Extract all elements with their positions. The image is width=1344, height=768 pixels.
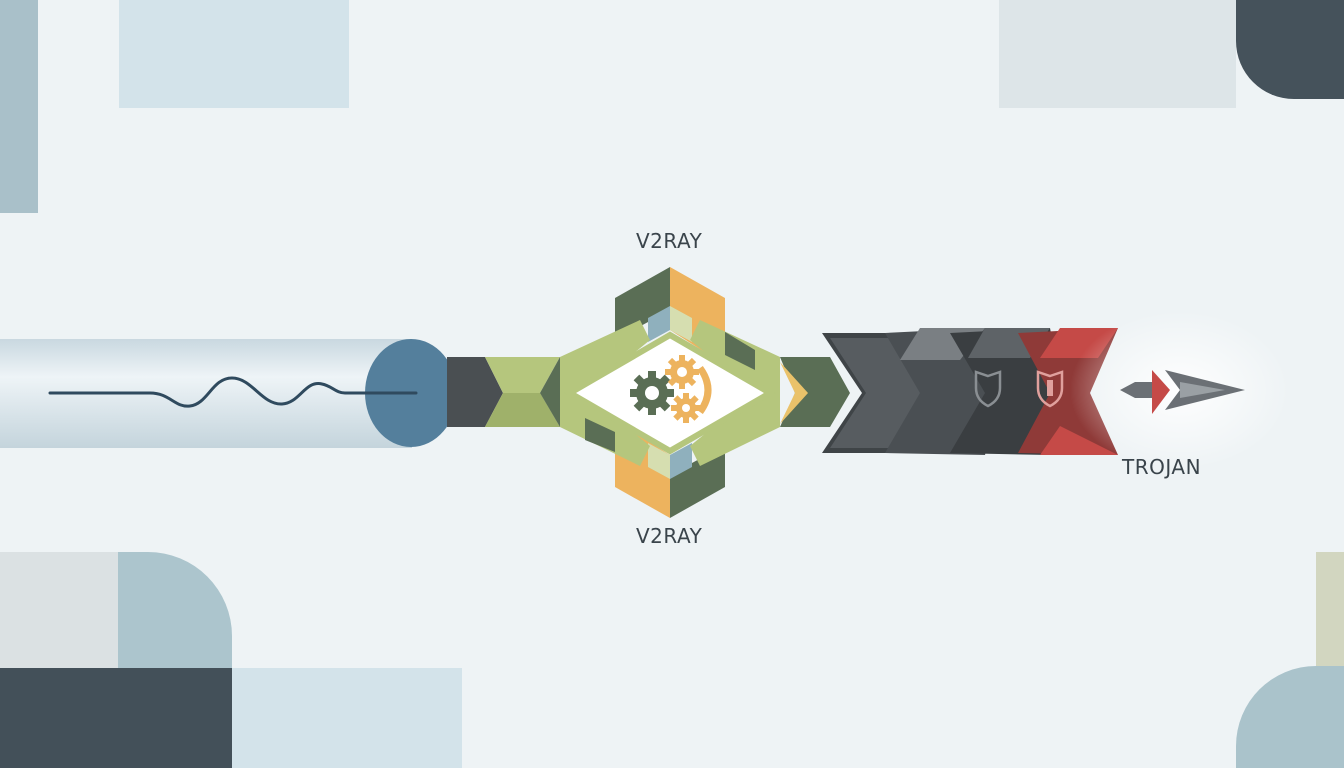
decor-block-top-1 <box>119 0 349 108</box>
shield-icon <box>974 370 1002 408</box>
decor-block-top-2 <box>999 0 1236 108</box>
gear-icon <box>671 393 701 423</box>
decor-block-top-right <box>1236 0 1344 99</box>
v2ray-core-node <box>560 267 780 518</box>
shield-icon <box>1036 370 1064 408</box>
decor-block-bottom-left-1 <box>0 552 118 668</box>
gear-arc <box>697 365 712 415</box>
gear-icon <box>630 371 674 415</box>
trojan-label: TROJAN <box>1122 455 1202 479</box>
v2ray-label-top: V2RAY <box>636 229 703 253</box>
connector-segment-right <box>780 357 850 427</box>
arrowhead-icon <box>1120 370 1245 414</box>
decor-block-left-top <box>0 0 38 213</box>
gear-icon <box>665 355 699 389</box>
transport-tube <box>0 339 457 448</box>
decor-block-right-1 <box>1316 552 1344 666</box>
wave-signal-icon <box>48 376 418 408</box>
v2ray-label-bottom: V2RAY <box>636 524 703 548</box>
decor-block-bottom-left-4 <box>232 668 462 768</box>
decor-block-bottom-left-3 <box>0 668 232 768</box>
connector-segment <box>447 357 560 427</box>
